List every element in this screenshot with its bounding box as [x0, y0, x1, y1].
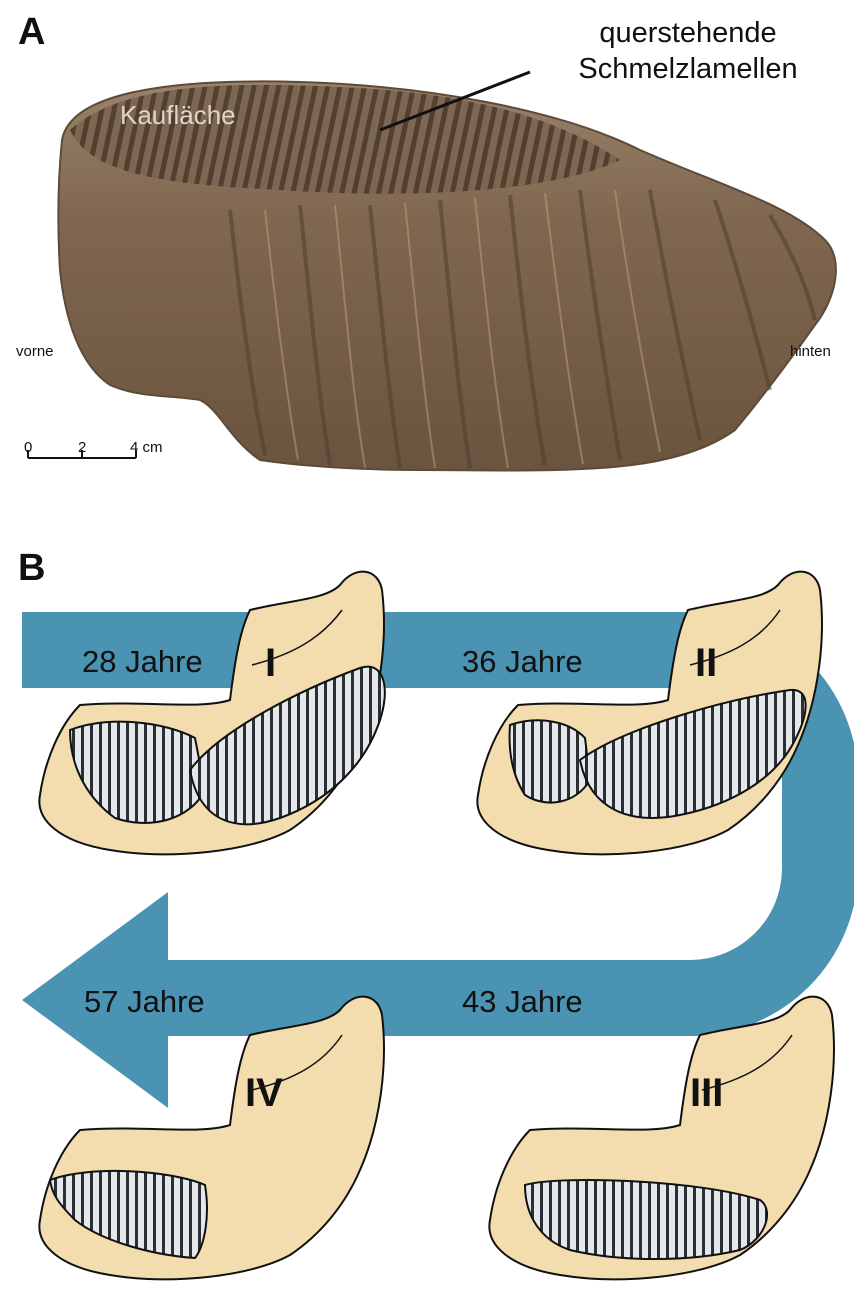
- annotation-line-2: Schmelzlamellen: [578, 53, 797, 85]
- age-label-stage-4: 57 Jahre: [84, 984, 205, 1019]
- scale-label-0: 0: [24, 439, 32, 456]
- front-label: vorne: [16, 343, 54, 360]
- fossil-molar-photo: [58, 81, 836, 470]
- age-label-stage-1: 28 Jahre: [82, 644, 203, 679]
- stage-numeral-2: II: [695, 641, 717, 685]
- stage-numeral-3: III: [690, 1071, 723, 1115]
- stage-numeral-1: I: [265, 641, 276, 685]
- scale-label-2: 2: [78, 439, 86, 456]
- back-label: hinten: [790, 343, 831, 360]
- scale-bar: 0 2 4 cm: [24, 439, 163, 458]
- panel-b-letter: B: [18, 547, 45, 589]
- age-label-stage-3: 43 Jahre: [462, 984, 583, 1019]
- jaw-stage-3: [489, 997, 834, 1280]
- age-label-stage-2: 36 Jahre: [462, 644, 583, 679]
- scale-label-4cm: 4 cm: [130, 439, 163, 456]
- panel-a-letter: A: [18, 11, 45, 53]
- stage-numeral-4: IV: [245, 1071, 283, 1115]
- chewing-surface-label: Kaufläche: [120, 100, 236, 130]
- annotation-line-1: querstehende: [599, 17, 776, 49]
